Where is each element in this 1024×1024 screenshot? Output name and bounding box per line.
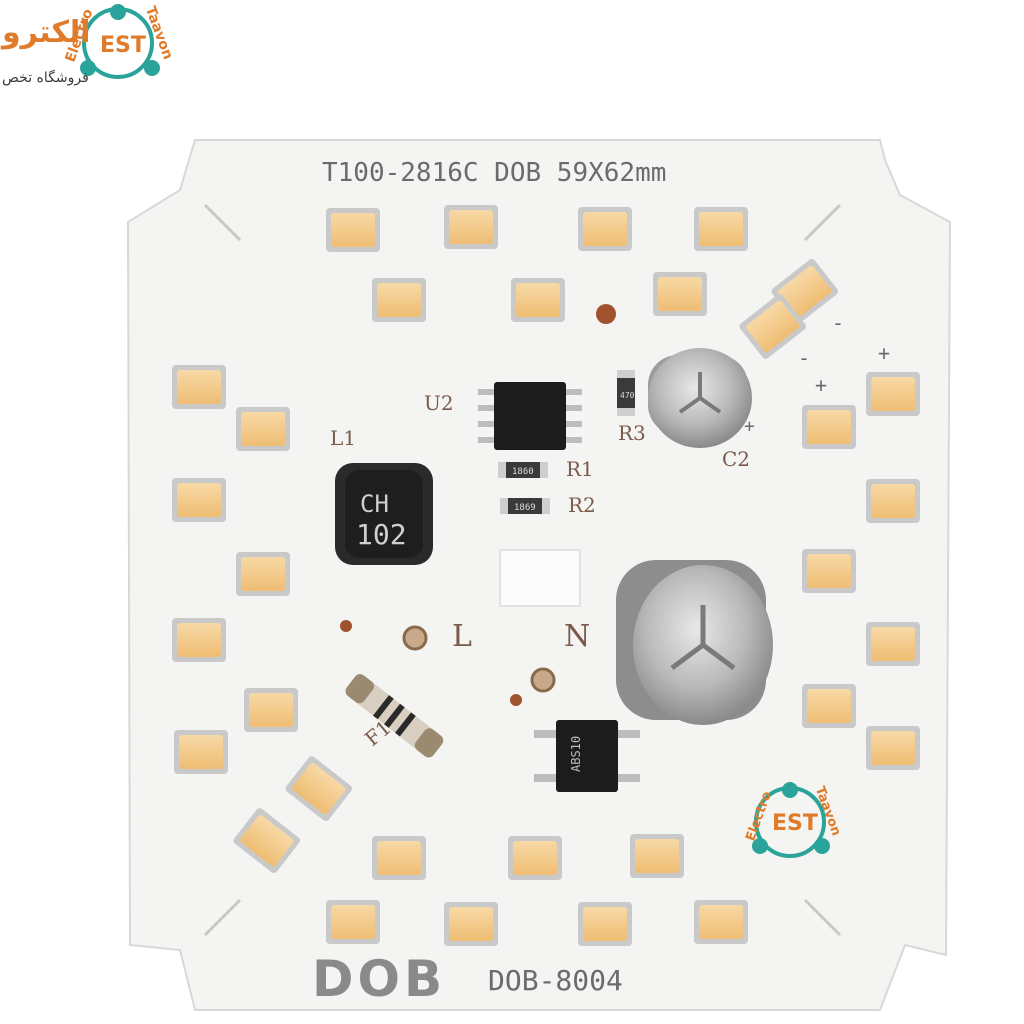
led-10 — [172, 365, 226, 409]
terminal-n-pad — [530, 667, 556, 693]
label-r1: R1 — [566, 457, 594, 481]
bridge-text: ABS10 — [569, 736, 583, 772]
watermark-monogram-top: EST — [100, 33, 146, 58]
model-text: DOB-8004 — [488, 964, 623, 997]
dob-logo-text: DOB — [312, 950, 446, 1008]
plus-mark-2: + — [815, 373, 827, 397]
via-3 — [596, 304, 616, 324]
label-neutral: N — [564, 619, 590, 654]
led-22 — [802, 684, 856, 728]
led-27 — [508, 836, 562, 880]
led-12 — [172, 478, 226, 522]
led-29 — [326, 900, 380, 944]
led-32 — [694, 900, 748, 944]
led-21 — [866, 622, 920, 666]
inductor-text-1: CH — [360, 490, 389, 518]
led-13 — [236, 552, 290, 596]
led-9 — [739, 294, 806, 359]
resistor-code-r1: 1860 — [512, 467, 534, 477]
watermark-logo-bottom: EST Electro Taavon — [743, 782, 844, 858]
resistor-r2: 1869 — [500, 498, 550, 514]
resistor-code-r2: 1869 — [514, 503, 536, 513]
led-6 — [511, 278, 565, 322]
label-l1: L1 — [330, 426, 356, 450]
minus-mark-2: - — [798, 346, 810, 370]
capacitor-c2 — [648, 348, 752, 448]
led-7 — [653, 272, 707, 316]
label-c2: C2 — [722, 447, 750, 471]
plus-mark-3: + — [744, 416, 755, 437]
minus-mark-1: - — [832, 311, 844, 335]
led-26 — [372, 836, 426, 880]
led-30 — [444, 902, 498, 946]
watermark-text-side: Taavon — [142, 4, 176, 61]
led-31 — [578, 902, 632, 946]
led-3 — [578, 207, 632, 251]
led-18 — [802, 405, 856, 449]
watermark-monogram-bottom: EST — [772, 811, 818, 836]
led-15 — [244, 688, 298, 732]
led-14 — [172, 618, 226, 662]
led-5 — [372, 278, 426, 322]
led-4 — [694, 207, 748, 251]
terminal-l-pad — [402, 625, 428, 651]
via-1 — [340, 620, 352, 632]
led-11 — [236, 407, 290, 451]
resistor-r1: 1860 — [498, 462, 548, 478]
resistor-code-r3: 470 — [620, 391, 635, 400]
via-2 — [510, 694, 522, 706]
led-16 — [174, 730, 228, 774]
resistor-r3: 470 — [617, 370, 635, 416]
led-19 — [866, 479, 920, 523]
watermark-persian-title: الکترو — [0, 15, 91, 50]
capacitor-large — [616, 560, 773, 725]
led-17 — [866, 372, 920, 416]
dob-logo: DOB — [312, 950, 446, 1008]
inductor-l1: CH 102 — [335, 463, 433, 565]
chip-u2 — [478, 382, 582, 450]
label-r2: R2 — [568, 493, 596, 517]
watermark-persian-subtitle: فروشگاه تخص — [2, 69, 89, 86]
board-header-text: T100-2816C DOB 59X62mm — [322, 158, 666, 188]
led-1 — [326, 208, 380, 252]
led-array — [172, 205, 920, 946]
inductor-text-2: 102 — [356, 518, 407, 551]
led-24 — [285, 756, 352, 821]
bridge-rectifier: ABS10 — [534, 720, 640, 792]
led-20 — [802, 549, 856, 593]
center-window — [499, 549, 581, 607]
label-line: L — [452, 619, 472, 654]
label-u2: U2 — [424, 391, 454, 415]
led-23 — [866, 726, 920, 770]
led-28 — [630, 834, 684, 878]
label-r3: R3 — [618, 421, 646, 445]
plus-mark-1: + — [878, 341, 890, 365]
led-2 — [444, 205, 498, 249]
fuse-f1 — [345, 674, 444, 758]
led-25 — [233, 808, 300, 873]
